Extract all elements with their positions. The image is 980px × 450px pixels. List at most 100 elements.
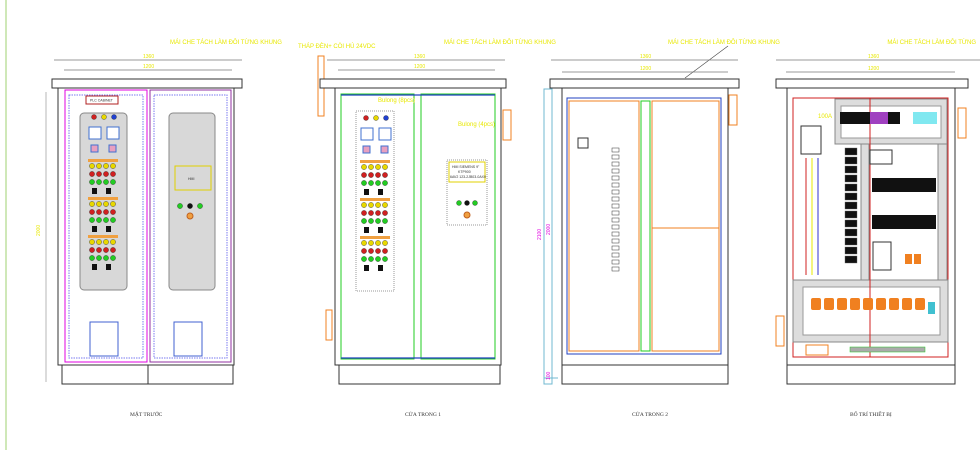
pilot-light	[375, 256, 381, 262]
cable-gland-plate	[89, 321, 119, 357]
pilot-light	[361, 218, 367, 224]
pilot-light	[375, 218, 381, 224]
inner-door-lower-right[interactable]	[651, 227, 720, 352]
mullion	[640, 100, 651, 352]
terminal	[611, 161, 620, 167]
terminal	[611, 266, 620, 272]
pilot-light	[382, 172, 388, 178]
pilot-light	[89, 209, 95, 215]
motor-starter	[863, 298, 873, 310]
pilot-light	[361, 248, 367, 254]
hinge	[775, 315, 785, 347]
beacon-note: THÁP ĐÈN+ CÒI HÚ 24VDC	[298, 43, 376, 50]
meter	[88, 126, 102, 140]
push-button	[364, 227, 369, 233]
pilot-light	[375, 202, 381, 208]
terminal	[611, 182, 620, 188]
door-switch	[577, 137, 589, 149]
pilot-light	[110, 201, 116, 207]
pilot-light	[96, 163, 102, 169]
view-caption: MẶT TRƯỚC	[130, 410, 163, 418]
pilot-light	[382, 210, 388, 216]
label-strip	[88, 159, 118, 162]
left-door[interactable]	[64, 89, 148, 363]
circuit-breaker	[844, 246, 858, 255]
dim-body: 2000	[546, 224, 552, 235]
vfd	[928, 302, 935, 314]
io-terminals	[913, 112, 937, 124]
pilot-light	[96, 217, 102, 223]
terminal-strip	[611, 147, 620, 272]
door-gasket	[68, 94, 144, 359]
dim-inner: 1200	[868, 66, 879, 72]
roof	[775, 78, 969, 89]
push-button	[92, 226, 97, 232]
terminal	[611, 189, 620, 195]
inner-door-right[interactable]	[420, 93, 496, 360]
push-button	[106, 188, 111, 194]
relay-bank	[872, 215, 936, 229]
pilot-light	[368, 218, 374, 224]
emergency-stop	[463, 211, 471, 219]
bolt-label-right: Bulong (4pcs)	[458, 122, 495, 128]
power-supply	[872, 241, 892, 271]
meter	[106, 126, 120, 140]
right-door[interactable]	[149, 89, 232, 363]
pilot-light	[103, 171, 109, 177]
lock-handle	[957, 107, 967, 139]
pilot-light	[368, 180, 374, 186]
inner-door-left[interactable]	[340, 93, 415, 360]
pilot-light	[89, 171, 95, 177]
roof-note: MÁI CHE TÁCH LÀM ĐÔI TỪNG KHUNG	[668, 39, 780, 46]
wire-duct-vertical	[937, 143, 948, 281]
pilot-light	[361, 240, 367, 246]
pilot-light	[368, 240, 374, 246]
circuit-breaker	[844, 156, 858, 165]
push-button	[106, 226, 111, 232]
motor-starter	[837, 298, 847, 310]
motor-starter	[915, 298, 925, 310]
pilot-light	[110, 247, 116, 253]
pilot-light	[382, 248, 388, 254]
pilot-light	[363, 115, 369, 121]
inner-door-left[interactable]	[568, 100, 640, 352]
terminal	[611, 175, 620, 181]
circuit-breaker	[844, 219, 858, 228]
pilot-light	[373, 115, 379, 121]
roof-note: MÁI CHE TÁCH LÀM ĐÔI TỪNG KHUNG	[444, 39, 556, 46]
breaker-rating: 100A	[818, 114, 832, 120]
push-button	[92, 188, 97, 194]
pilot-light	[187, 203, 193, 209]
door-gasket	[153, 94, 228, 359]
hmi-text-2: KTP900	[458, 170, 471, 174]
motor-starter	[850, 298, 860, 310]
terminal	[611, 154, 620, 160]
pilot-light	[382, 240, 388, 246]
roof	[51, 78, 243, 89]
pilot-light	[464, 200, 470, 206]
pilot-light	[89, 239, 95, 245]
pilot-light	[361, 210, 367, 216]
hinge	[325, 309, 333, 341]
terminal	[611, 245, 620, 251]
plinth	[338, 364, 501, 385]
terminal	[611, 168, 620, 174]
view-inner-door-1: THÁP ĐÈN+ CÒI HÚ 24VDC MÁI CHE TÁCH LÀM …	[298, 39, 556, 418]
pilot-light	[96, 209, 102, 215]
pilot-light	[368, 172, 374, 178]
pilot-light	[91, 114, 97, 120]
pilot-light	[382, 218, 388, 224]
terminal	[611, 203, 620, 209]
push-button	[378, 189, 383, 195]
label-strip	[88, 197, 118, 200]
pilot-light	[361, 164, 367, 170]
terminal-rail	[849, 346, 926, 353]
device-array	[805, 112, 937, 356]
terminal	[611, 210, 620, 216]
pilot-light	[382, 202, 388, 208]
dim-height: 2000	[36, 225, 42, 236]
pilot-light	[103, 201, 109, 207]
hmi-text-3: 6AV2 123-2JB03-0AX0	[450, 175, 486, 179]
pilot-light	[375, 240, 381, 246]
nameplate-text: PLC CABINET	[90, 99, 114, 103]
